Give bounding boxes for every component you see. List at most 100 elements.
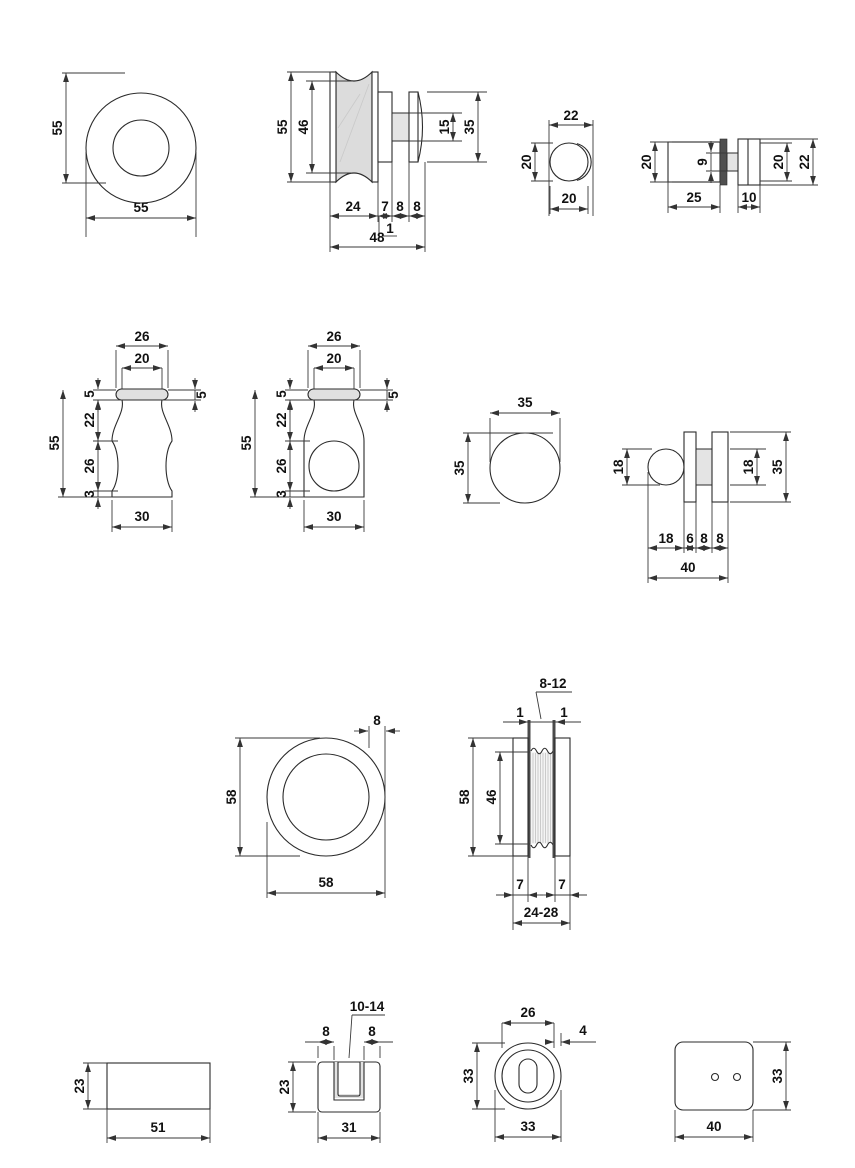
plate-outline	[674, 1041, 754, 1111]
stem	[391, 112, 410, 142]
outer-circle	[494, 1042, 562, 1110]
cap-capsule	[307, 388, 361, 401]
part-geometry	[266, 737, 386, 857]
grip-waist	[335, 70, 373, 184]
dim-label: 7	[558, 877, 566, 892]
dim-label: 35	[517, 395, 533, 410]
outer-circle	[266, 737, 386, 857]
dim-label: 10	[741, 190, 756, 205]
knob-edge-arc	[576, 143, 592, 181]
grip-rim-left	[329, 71, 337, 183]
plate-right	[711, 431, 729, 503]
drawing-ring-side: 8-12 1 1 58 46 7 7 24-28	[457, 676, 587, 930]
bulge-circle	[308, 440, 360, 492]
gasket-left	[527, 720, 531, 858]
plate-left	[683, 431, 697, 503]
dim-label: 35	[770, 459, 785, 475]
drawing-round-knob-front: 55 55	[50, 72, 197, 237]
drawing-ball-knob-side: 18 18 35 18 6 8 8 40	[611, 431, 791, 583]
dim-label: 8	[322, 1024, 330, 1039]
part-geometry	[647, 431, 729, 503]
dim-label: 10-14	[350, 999, 385, 1014]
dim-label: 22	[797, 154, 812, 169]
dimension-annotations: 26 20 5 5 55 22 26 3 30	[47, 329, 209, 532]
part-geometry	[512, 720, 571, 858]
dim-label: 20	[519, 154, 534, 169]
dim-label: 3	[82, 490, 97, 498]
dimension-annotations: 8-12 1 1 58 46 7 7 24-28	[457, 676, 587, 930]
dim-label: 24-28	[524, 905, 559, 920]
dim-label: 46	[484, 789, 499, 805]
dim-label: 8	[396, 199, 404, 214]
dim-label: 5	[274, 390, 289, 398]
dim-label: 24	[345, 199, 361, 214]
dim-label: 6	[686, 531, 694, 546]
gasket-liner	[337, 1062, 361, 1097]
dim-label: 1	[516, 705, 524, 720]
disc-face	[417, 91, 423, 163]
dim-label: 18	[741, 459, 756, 475]
dimension-annotations: 26 20 5 5 55 22 26 3 30	[239, 329, 401, 532]
dim-label: 40	[706, 1119, 721, 1134]
dimension-annotations: 33 40	[674, 1041, 791, 1142]
grip-rim-right	[371, 71, 379, 183]
dimension-annotations: 55 55	[50, 72, 197, 237]
knob-circle	[489, 432, 561, 504]
dim-label: 8	[413, 199, 421, 214]
dimension-annotations: 26 4 33 33	[461, 1005, 596, 1142]
part-geometry	[549, 142, 592, 182]
hole-left	[710, 1072, 720, 1082]
dim-label: 18	[658, 531, 674, 546]
dim-label: 3	[274, 490, 289, 498]
dim-label: 25	[686, 190, 702, 205]
dim-label: 5	[386, 391, 401, 399]
keyhole-slot	[518, 1058, 538, 1094]
dimension-annotations: 23 51	[72, 1062, 211, 1143]
channel-body	[317, 1061, 381, 1113]
gasket-right	[552, 720, 556, 858]
dim-label: 15	[437, 119, 452, 135]
drawing-small-knob-front: 22 20 20	[519, 108, 594, 216]
plate	[719, 138, 728, 186]
glass-break-top	[530, 747, 554, 755]
part-geometry	[85, 92, 197, 204]
dim-label: 46	[296, 119, 311, 135]
dim-label: 18	[611, 459, 626, 475]
dim-label: 58	[224, 789, 239, 805]
part-geometry	[317, 1061, 381, 1113]
dimension-annotations: 55 46 15 35 24 7 8 8 1 48	[275, 71, 487, 252]
dim-label: 20	[771, 154, 786, 169]
dim-label: 7	[381, 199, 389, 214]
stem	[695, 448, 713, 486]
part-geometry	[494, 1042, 562, 1110]
dim-label: 35	[462, 119, 477, 135]
dim-label: 23	[72, 1078, 87, 1094]
dimension-annotations: 35 35	[452, 395, 561, 504]
dim-label: 22	[563, 108, 578, 123]
dim-label: 33	[461, 1068, 476, 1084]
dim-label: 26	[134, 329, 150, 344]
disc	[408, 91, 419, 163]
dim-label: 55	[47, 435, 62, 451]
dim-label: 5	[82, 390, 97, 398]
knob-circle	[549, 142, 589, 182]
cap-left	[512, 737, 529, 857]
dim-label: 33	[520, 1119, 536, 1134]
drawing-block: 23 51	[72, 1062, 211, 1143]
dim-label: 9	[695, 158, 710, 166]
dimension-annotations: 18 18 35 18 6 8 8 40	[611, 431, 791, 583]
glass-break-bottom	[530, 841, 554, 849]
dimension-annotations: 22 20 20	[519, 108, 594, 216]
dim-label: 20	[134, 351, 149, 366]
dim-label: 26	[520, 1005, 536, 1020]
part-geometry	[111, 368, 173, 498]
dim-label: 31	[341, 1120, 357, 1135]
ball	[647, 448, 685, 486]
dim-label: 8	[700, 531, 708, 546]
hole-right	[732, 1072, 742, 1082]
drawing-small-knob-side: 20 9 20 22 25 10	[639, 138, 818, 213]
dimension-annotations: 10-14 8 8 23 31	[277, 999, 393, 1143]
dim-label: 35	[452, 460, 467, 476]
dim-label: 8	[716, 531, 724, 546]
